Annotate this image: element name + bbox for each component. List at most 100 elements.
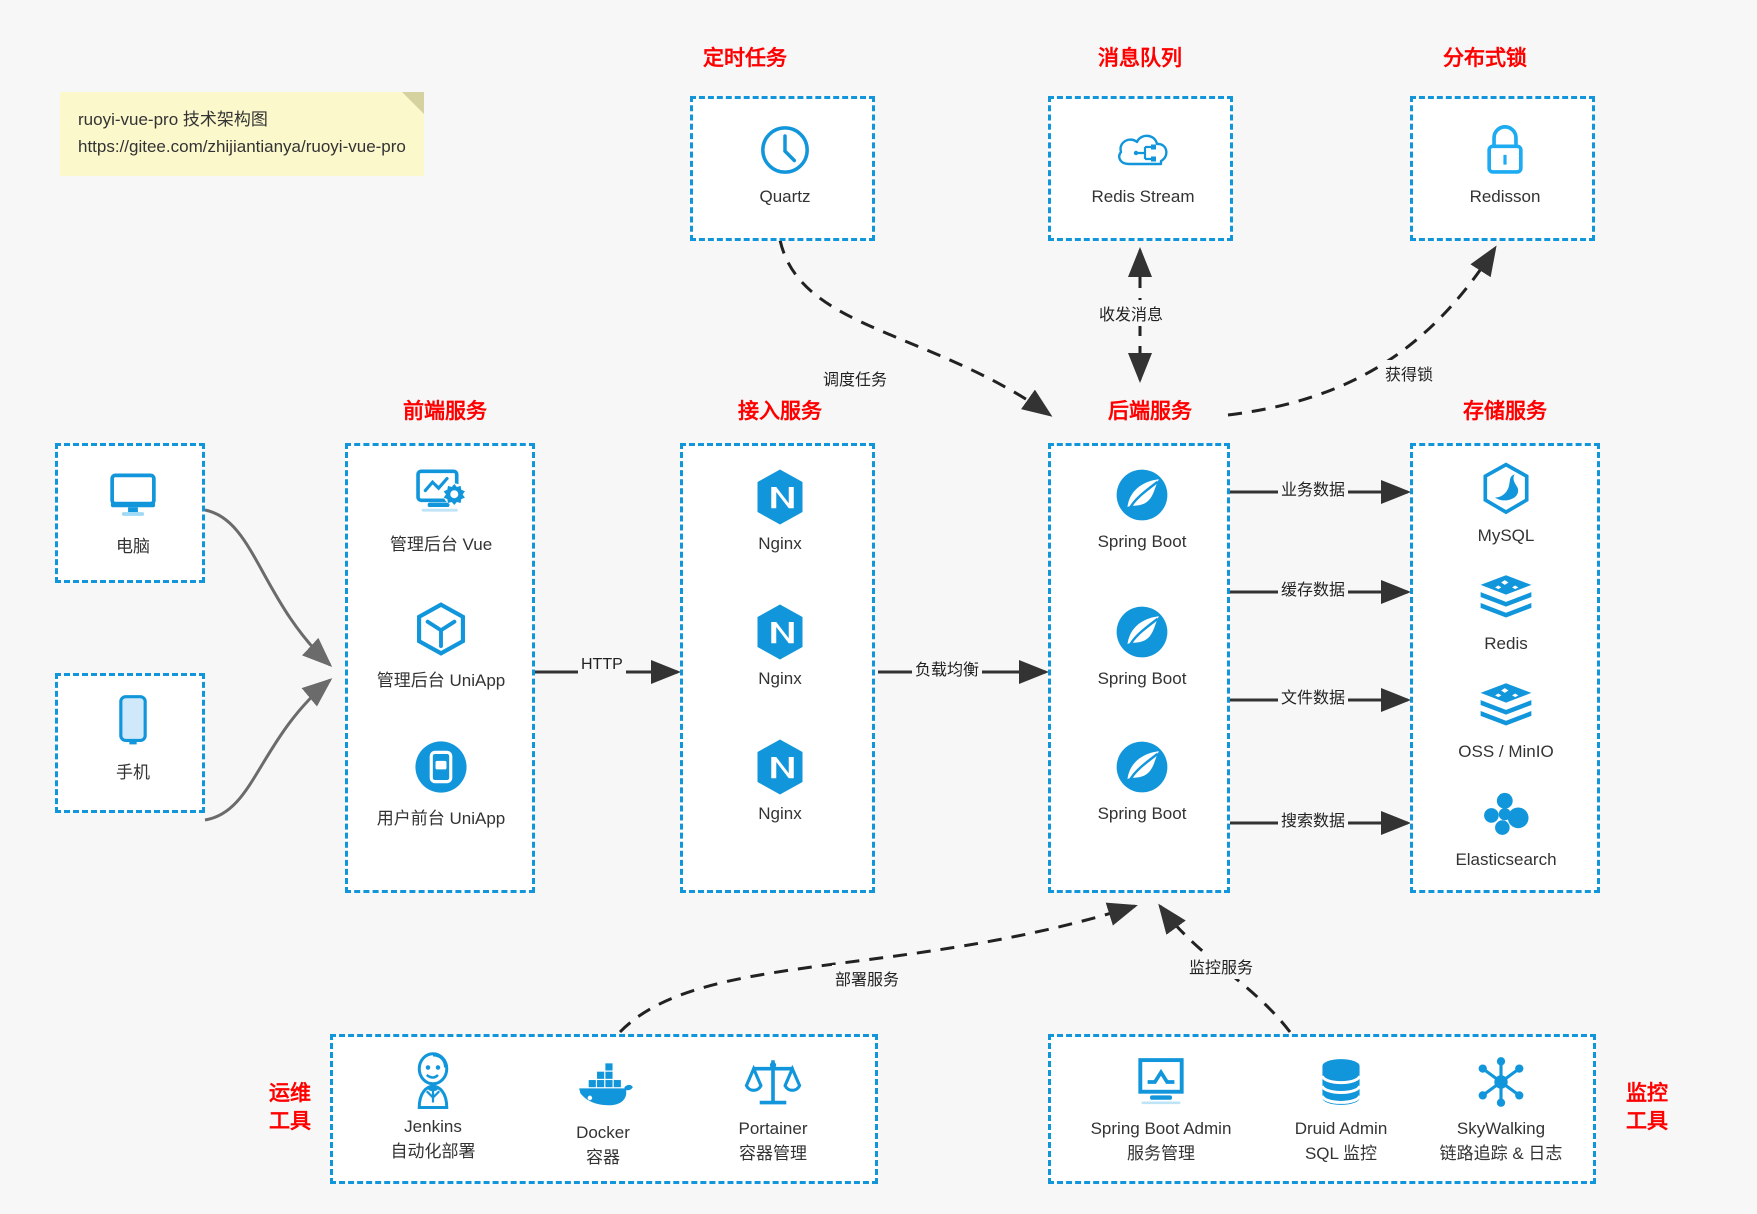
edge-label-file-data: 文件数据 bbox=[1278, 683, 1349, 709]
node-label: Portainer bbox=[738, 1119, 808, 1138]
docker-whale-icon bbox=[523, 1055, 683, 1117]
node-nginx-1[interactable]: Nginx bbox=[700, 466, 860, 554]
node-label: Druid Admin bbox=[1294, 1119, 1388, 1138]
node-redisson[interactable]: Redisson bbox=[1425, 119, 1585, 207]
node-nginx-2[interactable]: Nginx bbox=[700, 601, 860, 689]
monitor-chart-icon bbox=[1061, 1051, 1261, 1113]
node-label: Elasticsearch bbox=[1455, 850, 1557, 869]
group-title-devops-line1: 运维 bbox=[269, 1082, 311, 1105]
group-box-scheduled: Quartz bbox=[690, 96, 875, 241]
node-nginx-3[interactable]: Nginx bbox=[700, 736, 860, 824]
node-redis-stream[interactable]: Redis Stream bbox=[1063, 119, 1223, 207]
node-label: Nginx bbox=[758, 804, 802, 823]
node-druid-admin[interactable]: Druid Admin SQL 监控 bbox=[1251, 1051, 1431, 1164]
clock-icon bbox=[705, 119, 865, 181]
node-label: MySQL bbox=[1477, 526, 1535, 545]
node-label: Spring Boot Admin bbox=[1090, 1119, 1232, 1138]
spring-leaf-icon bbox=[1062, 736, 1222, 798]
node-sublabel: SQL 监控 bbox=[1304, 1144, 1378, 1163]
node-spring-boot-1[interactable]: Spring Boot bbox=[1062, 464, 1222, 552]
group-box-lock: Redisson bbox=[1410, 96, 1595, 241]
elasticsearch-icon bbox=[1426, 782, 1586, 844]
node-sublabel: 容器管理 bbox=[739, 1144, 807, 1163]
nginx-icon bbox=[700, 601, 860, 663]
node-label: OSS / MinIO bbox=[1458, 742, 1554, 761]
group-box-monitor: Spring Boot Admin 服务管理 Druid Admin SQL 监… bbox=[1048, 1034, 1596, 1184]
node-mysql[interactable]: MySQL bbox=[1426, 458, 1586, 546]
spring-leaf-icon bbox=[1062, 464, 1222, 526]
edge-label-deploy-service: 部署服务 bbox=[832, 965, 903, 991]
node-sublabel: 自动化部署 bbox=[390, 1142, 476, 1161]
cube-icon bbox=[361, 598, 521, 660]
node-spring-boot-2[interactable]: Spring Boot bbox=[1062, 601, 1222, 689]
group-title-devops: 运维 工具 bbox=[255, 1080, 325, 1137]
group-box-backend: Spring Boot Spring Boot Spring Boot bbox=[1048, 443, 1230, 893]
group-title-monitor: 监控 工具 bbox=[1612, 1080, 1682, 1137]
group-title-backend: 后端服务 bbox=[1108, 400, 1192, 423]
node-label: 电脑 bbox=[116, 537, 150, 556]
node-phone[interactable]: 手机 bbox=[53, 690, 213, 783]
database-icon bbox=[1251, 1051, 1431, 1113]
node-jenkins[interactable]: Jenkins 自动化部署 bbox=[353, 1049, 513, 1162]
padlock-icon bbox=[1425, 119, 1585, 181]
node-sublabel: 容器 bbox=[586, 1148, 620, 1167]
group-title-scheduled: 定时任务 bbox=[703, 47, 787, 70]
redis-stack-icon bbox=[1426, 566, 1586, 628]
group-box-phone: 手机 bbox=[55, 673, 205, 813]
edge-label-schedule-task: 调度任务 bbox=[820, 365, 891, 391]
node-label: 手机 bbox=[116, 763, 150, 782]
node-user-uniapp[interactable]: 用户前台 UniApp bbox=[361, 736, 521, 829]
node-redis[interactable]: Redis bbox=[1426, 566, 1586, 654]
dashboard-gear-icon bbox=[361, 462, 521, 524]
node-oss-minio[interactable]: OSS / MinIO bbox=[1426, 674, 1586, 762]
mysql-dolphin-icon bbox=[1426, 458, 1586, 520]
node-quartz[interactable]: Quartz bbox=[705, 119, 865, 207]
group-title-frontend: 前端服务 bbox=[403, 400, 487, 423]
node-label: Redis Stream bbox=[1091, 187, 1195, 206]
group-title-devops-line2: 工具 bbox=[269, 1110, 311, 1134]
node-spring-boot-admin[interactable]: Spring Boot Admin 服务管理 bbox=[1061, 1051, 1261, 1164]
portainer-scale-icon bbox=[693, 1051, 853, 1113]
node-label: 管理后台 Vue bbox=[389, 535, 493, 554]
spring-leaf-icon bbox=[1062, 601, 1222, 663]
node-label: Redisson bbox=[1469, 187, 1541, 206]
group-title-storage: 存储服务 bbox=[1463, 400, 1547, 423]
smartphone-icon bbox=[53, 690, 213, 752]
node-sublabel: 服务管理 bbox=[1127, 1144, 1195, 1163]
node-label: Redis bbox=[1484, 634, 1528, 653]
monitor-icon bbox=[53, 464, 213, 526]
node-skywalking[interactable]: SkyWalking 链路追踪 & 日志 bbox=[1406, 1051, 1596, 1164]
node-elasticsearch[interactable]: Elasticsearch bbox=[1426, 782, 1586, 870]
group-title-monitor-line2: 工具 bbox=[1626, 1110, 1668, 1134]
node-admin-vue[interactable]: 管理后台 Vue bbox=[361, 462, 521, 555]
node-computer[interactable]: 电脑 bbox=[53, 464, 213, 557]
node-label: Nginx bbox=[758, 534, 802, 553]
node-label: 用户前台 UniApp bbox=[376, 809, 506, 828]
group-box-storage: MySQL Redis OSS bbox=[1410, 443, 1600, 893]
edge-label-acquire-lock: 获得锁 bbox=[1382, 360, 1437, 386]
cloud-stream-icon bbox=[1063, 119, 1223, 181]
edge-label-http: HTTP bbox=[578, 655, 626, 675]
node-admin-uniapp[interactable]: 管理后台 UniApp bbox=[361, 598, 521, 691]
node-spring-boot-3[interactable]: Spring Boot bbox=[1062, 736, 1222, 824]
edge-label-business-data: 业务数据 bbox=[1278, 475, 1349, 501]
group-box-computer: 电脑 bbox=[55, 443, 205, 583]
edge-label-cache-data: 缓存数据 bbox=[1278, 575, 1349, 601]
note-line-2: https://gitee.com/zhijiantianya/ruoyi-vu… bbox=[78, 137, 406, 157]
group-title-monitor-line1: 监控 bbox=[1626, 1082, 1668, 1105]
node-label: Spring Boot bbox=[1097, 532, 1187, 551]
node-portainer[interactable]: Portainer 容器管理 bbox=[693, 1051, 853, 1164]
node-label: 管理后台 UniApp bbox=[376, 671, 506, 690]
note-line-1: ruoyi-vue-pro 技术架构图 bbox=[78, 110, 268, 129]
edge-label-load-balance: 负载均衡 bbox=[912, 655, 983, 681]
edge-label-search-data: 搜索数据 bbox=[1278, 806, 1349, 832]
group-title-mq: 消息队列 bbox=[1098, 47, 1182, 70]
mobile-app-icon bbox=[361, 736, 521, 798]
note-fold-corner bbox=[401, 92, 424, 114]
node-docker[interactable]: Docker 容器 bbox=[523, 1055, 683, 1168]
node-label: SkyWalking bbox=[1456, 1119, 1546, 1138]
edge-label-monitor-service: 监控服务 bbox=[1186, 953, 1257, 979]
node-sublabel: 链路追踪 & 日志 bbox=[1439, 1144, 1563, 1163]
group-title-gateway: 接入服务 bbox=[738, 400, 822, 423]
